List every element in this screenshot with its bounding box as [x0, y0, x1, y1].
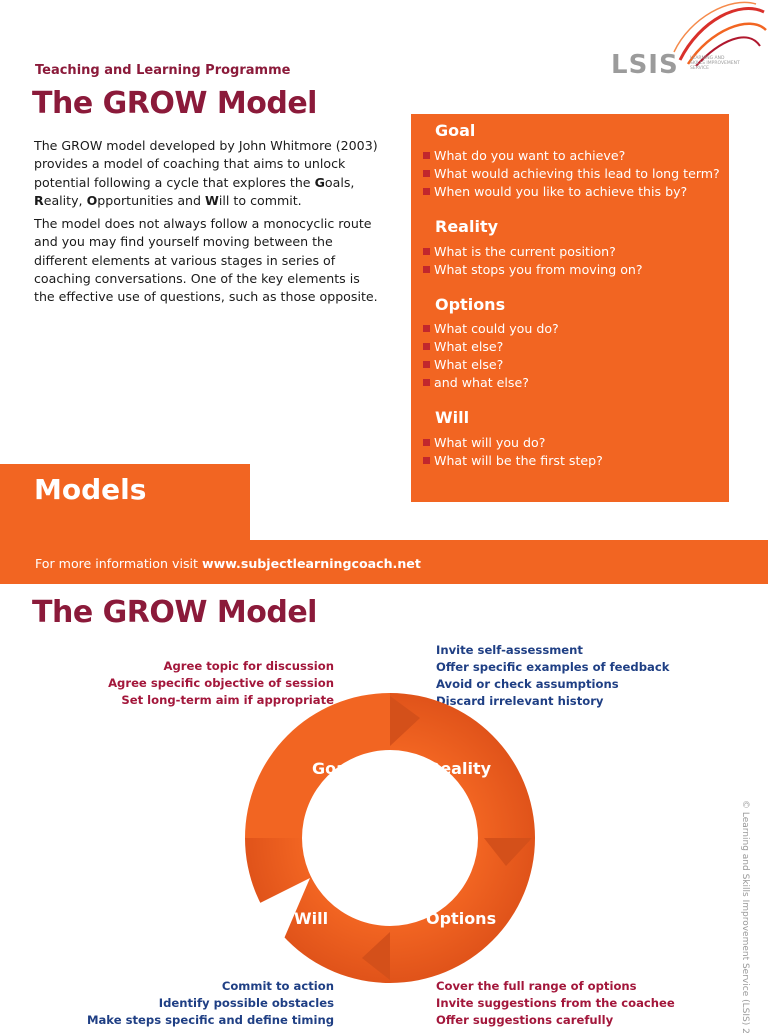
will-heading: Will	[435, 408, 470, 427]
list-item: What do you want to achieve?	[423, 147, 720, 165]
logo-subtitle: Learning and Skills Improvement Service	[690, 56, 740, 71]
list-item: Discard irrelevant history	[436, 694, 604, 708]
list-item: Invite suggestions from the coachee	[436, 996, 675, 1010]
list-item: What could you do?	[423, 320, 559, 338]
list-item: Agree specific objective of session	[108, 676, 334, 690]
list-item: What will you do?	[423, 434, 603, 452]
list-item: When would you like to achieve this by?	[423, 183, 720, 201]
list-item: What will be the first step?	[423, 452, 603, 470]
copyright-text: © Learning and Skills Improvement Servic…	[740, 800, 750, 1034]
cycle-will-label: Will	[294, 909, 328, 928]
list-item: Make steps specific and define timing	[86, 1013, 334, 1027]
cycle-reality-label: Reality	[428, 759, 492, 778]
list-item: What would achieving this lead to long t…	[423, 165, 720, 183]
options-notes: Cover the full range of options Invite s…	[436, 978, 675, 1029]
list-item: Offer suggestions carefully	[436, 1013, 614, 1027]
cycle-goal-label: Goal	[312, 759, 352, 778]
intro-reality-rest: eality,	[43, 192, 87, 208]
goal-questions: What do you want to achieve? What would …	[423, 147, 720, 201]
questions-box: Goal What do you want to achieve? What w…	[411, 114, 729, 502]
arrow-icon	[362, 932, 390, 980]
list-item: and what else?	[423, 374, 559, 392]
info-banner	[0, 540, 768, 584]
reality-questions: What is the current position? What stops…	[423, 243, 643, 279]
list-item: What else?	[423, 338, 559, 356]
copyright-label: © Learning and Skills Improvement Servic…	[740, 800, 750, 1034]
list-item: What else?	[423, 356, 559, 374]
cycle-options-label: Options	[426, 909, 496, 928]
intro-goals-rest: oals,	[324, 174, 355, 190]
cycle-ring-left	[245, 693, 390, 838]
list-item: Offer specific examples of feedback	[436, 660, 670, 674]
arrow-icon	[484, 838, 532, 866]
models-title: Models	[34, 473, 147, 506]
intro-goals-initial: G	[314, 174, 325, 190]
list-item: Avoid or check assumptions	[436, 677, 619, 691]
list-item: Agree topic for discussion	[163, 659, 335, 673]
info-prefix: For more information visit	[35, 556, 202, 571]
intro-text: The GROW model developed by John Whitmor…	[34, 137, 379, 312]
arrow-icon	[390, 696, 420, 746]
info-link[interactable]: www.subjectlearningcoach.net	[201, 556, 421, 571]
intro-paragraph-2: The model does not always follow a monoc…	[34, 216, 378, 305]
logo: LSIS	[611, 50, 679, 80]
diagram-title: The GROW Model	[32, 595, 317, 630]
options-heading: Options	[435, 295, 506, 314]
grow-cycle-diagram: Goal Reality Will Options	[245, 693, 535, 983]
goal-notes: Agree topic for discussion Agree specifi…	[108, 658, 334, 709]
list-item: What is the current position?	[423, 243, 643, 261]
list-item: Identify possible obstacles	[158, 996, 334, 1010]
reality-notes: Invite self-assessment Offer specific ex…	[436, 642, 669, 710]
cycle-ring	[245, 693, 535, 983]
cycle-notch	[260, 878, 310, 948]
list-item: Invite self-assessment	[436, 643, 583, 657]
logo-swirl-icon	[673, 1, 767, 67]
intro-paragraph-1: The GROW model developed by John Whitmor…	[34, 137, 379, 210]
reality-heading: Reality	[435, 217, 499, 236]
intro-will-initial: W	[205, 192, 219, 208]
list-item: Commit to action	[221, 979, 334, 993]
intro-options-rest: pportunities and	[97, 192, 206, 208]
will-notes: Commit to action Identify possible obsta…	[87, 978, 334, 1029]
intro-will-rest: ill to commit.	[218, 192, 302, 208]
list-item: Cover the full range of options	[436, 979, 637, 993]
page-title: The GROW Model	[32, 86, 317, 121]
will-questions: What will you do? What will be the first…	[423, 434, 603, 470]
intro-options-initial: O	[86, 192, 98, 208]
info-text: For more information visit www.subjectle…	[35, 556, 421, 571]
intro-reality-initial: R	[34, 192, 44, 208]
programme-label: Teaching and Learning Programme	[35, 63, 291, 78]
intro-p1-text: The GROW model developed by John Whitmor…	[34, 138, 378, 190]
goal-heading: Goal	[435, 121, 476, 140]
list-item: Set long-term aim if appropriate	[121, 693, 334, 707]
options-questions: What could you do? What else? What else?…	[423, 320, 559, 392]
list-item: What stops you from moving on?	[423, 261, 643, 279]
